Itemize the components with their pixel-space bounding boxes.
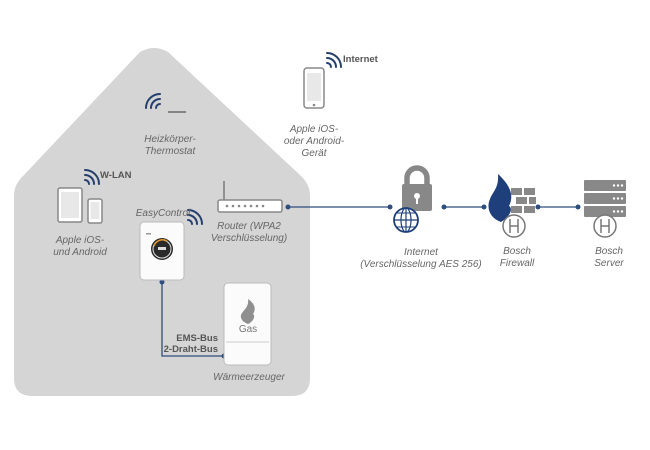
globe-icon — [393, 207, 419, 233]
connection-dot — [575, 204, 581, 210]
connection-dot — [441, 204, 447, 210]
heat-generator-label: Wärmeerzeuger — [213, 372, 285, 383]
connection-dot — [387, 204, 393, 210]
firewall-label: Bosch Firewall — [499, 246, 535, 269]
wifi-icon — [84, 169, 100, 185]
server-icon — [584, 180, 626, 217]
smartphone-icon — [303, 67, 325, 109]
phone-label: Apple iOS- oder Android- Gerät — [283, 124, 345, 159]
connection-dot — [159, 279, 165, 285]
tablet-icon — [57, 187, 83, 223]
flame-icon — [240, 299, 255, 324]
internet-mid-label: Internet (Verschlüsselung AES 256) — [360, 247, 482, 270]
thermostat-label: Heizkörper- Thermostat — [144, 134, 196, 157]
connection-dot — [481, 204, 487, 210]
wifi-icon — [326, 52, 342, 68]
router-label: Router (WPA2 Verschlüsselung) — [210, 221, 288, 244]
shield-icon — [593, 214, 617, 238]
shield-icon — [502, 214, 526, 238]
devices-label: Apple iOS- und Android — [53, 235, 107, 258]
easycontrol-label: EasyControl — [135, 208, 191, 219]
thermostat-icon — [139, 221, 185, 281]
wifi-icon — [145, 93, 161, 109]
internet-top-label: Internet — [343, 54, 378, 65]
boiler-icon — [223, 282, 272, 366]
gas-label: Gas — [238, 324, 258, 335]
router-icon — [217, 181, 283, 213]
firewall-icon — [488, 174, 536, 222]
lock-icon — [402, 165, 432, 211]
connection-dot — [535, 204, 541, 210]
ems-bus-label: EMS-Bus 2-Draht-Bus — [163, 333, 218, 355]
ems-bus-line — [161, 282, 224, 357]
wlan-label: W-LAN — [100, 170, 132, 181]
server-label: Bosch Server — [594, 246, 624, 269]
smartphone-icon — [87, 198, 103, 224]
wifi-icon — [187, 209, 203, 225]
connection-dot — [285, 204, 291, 210]
